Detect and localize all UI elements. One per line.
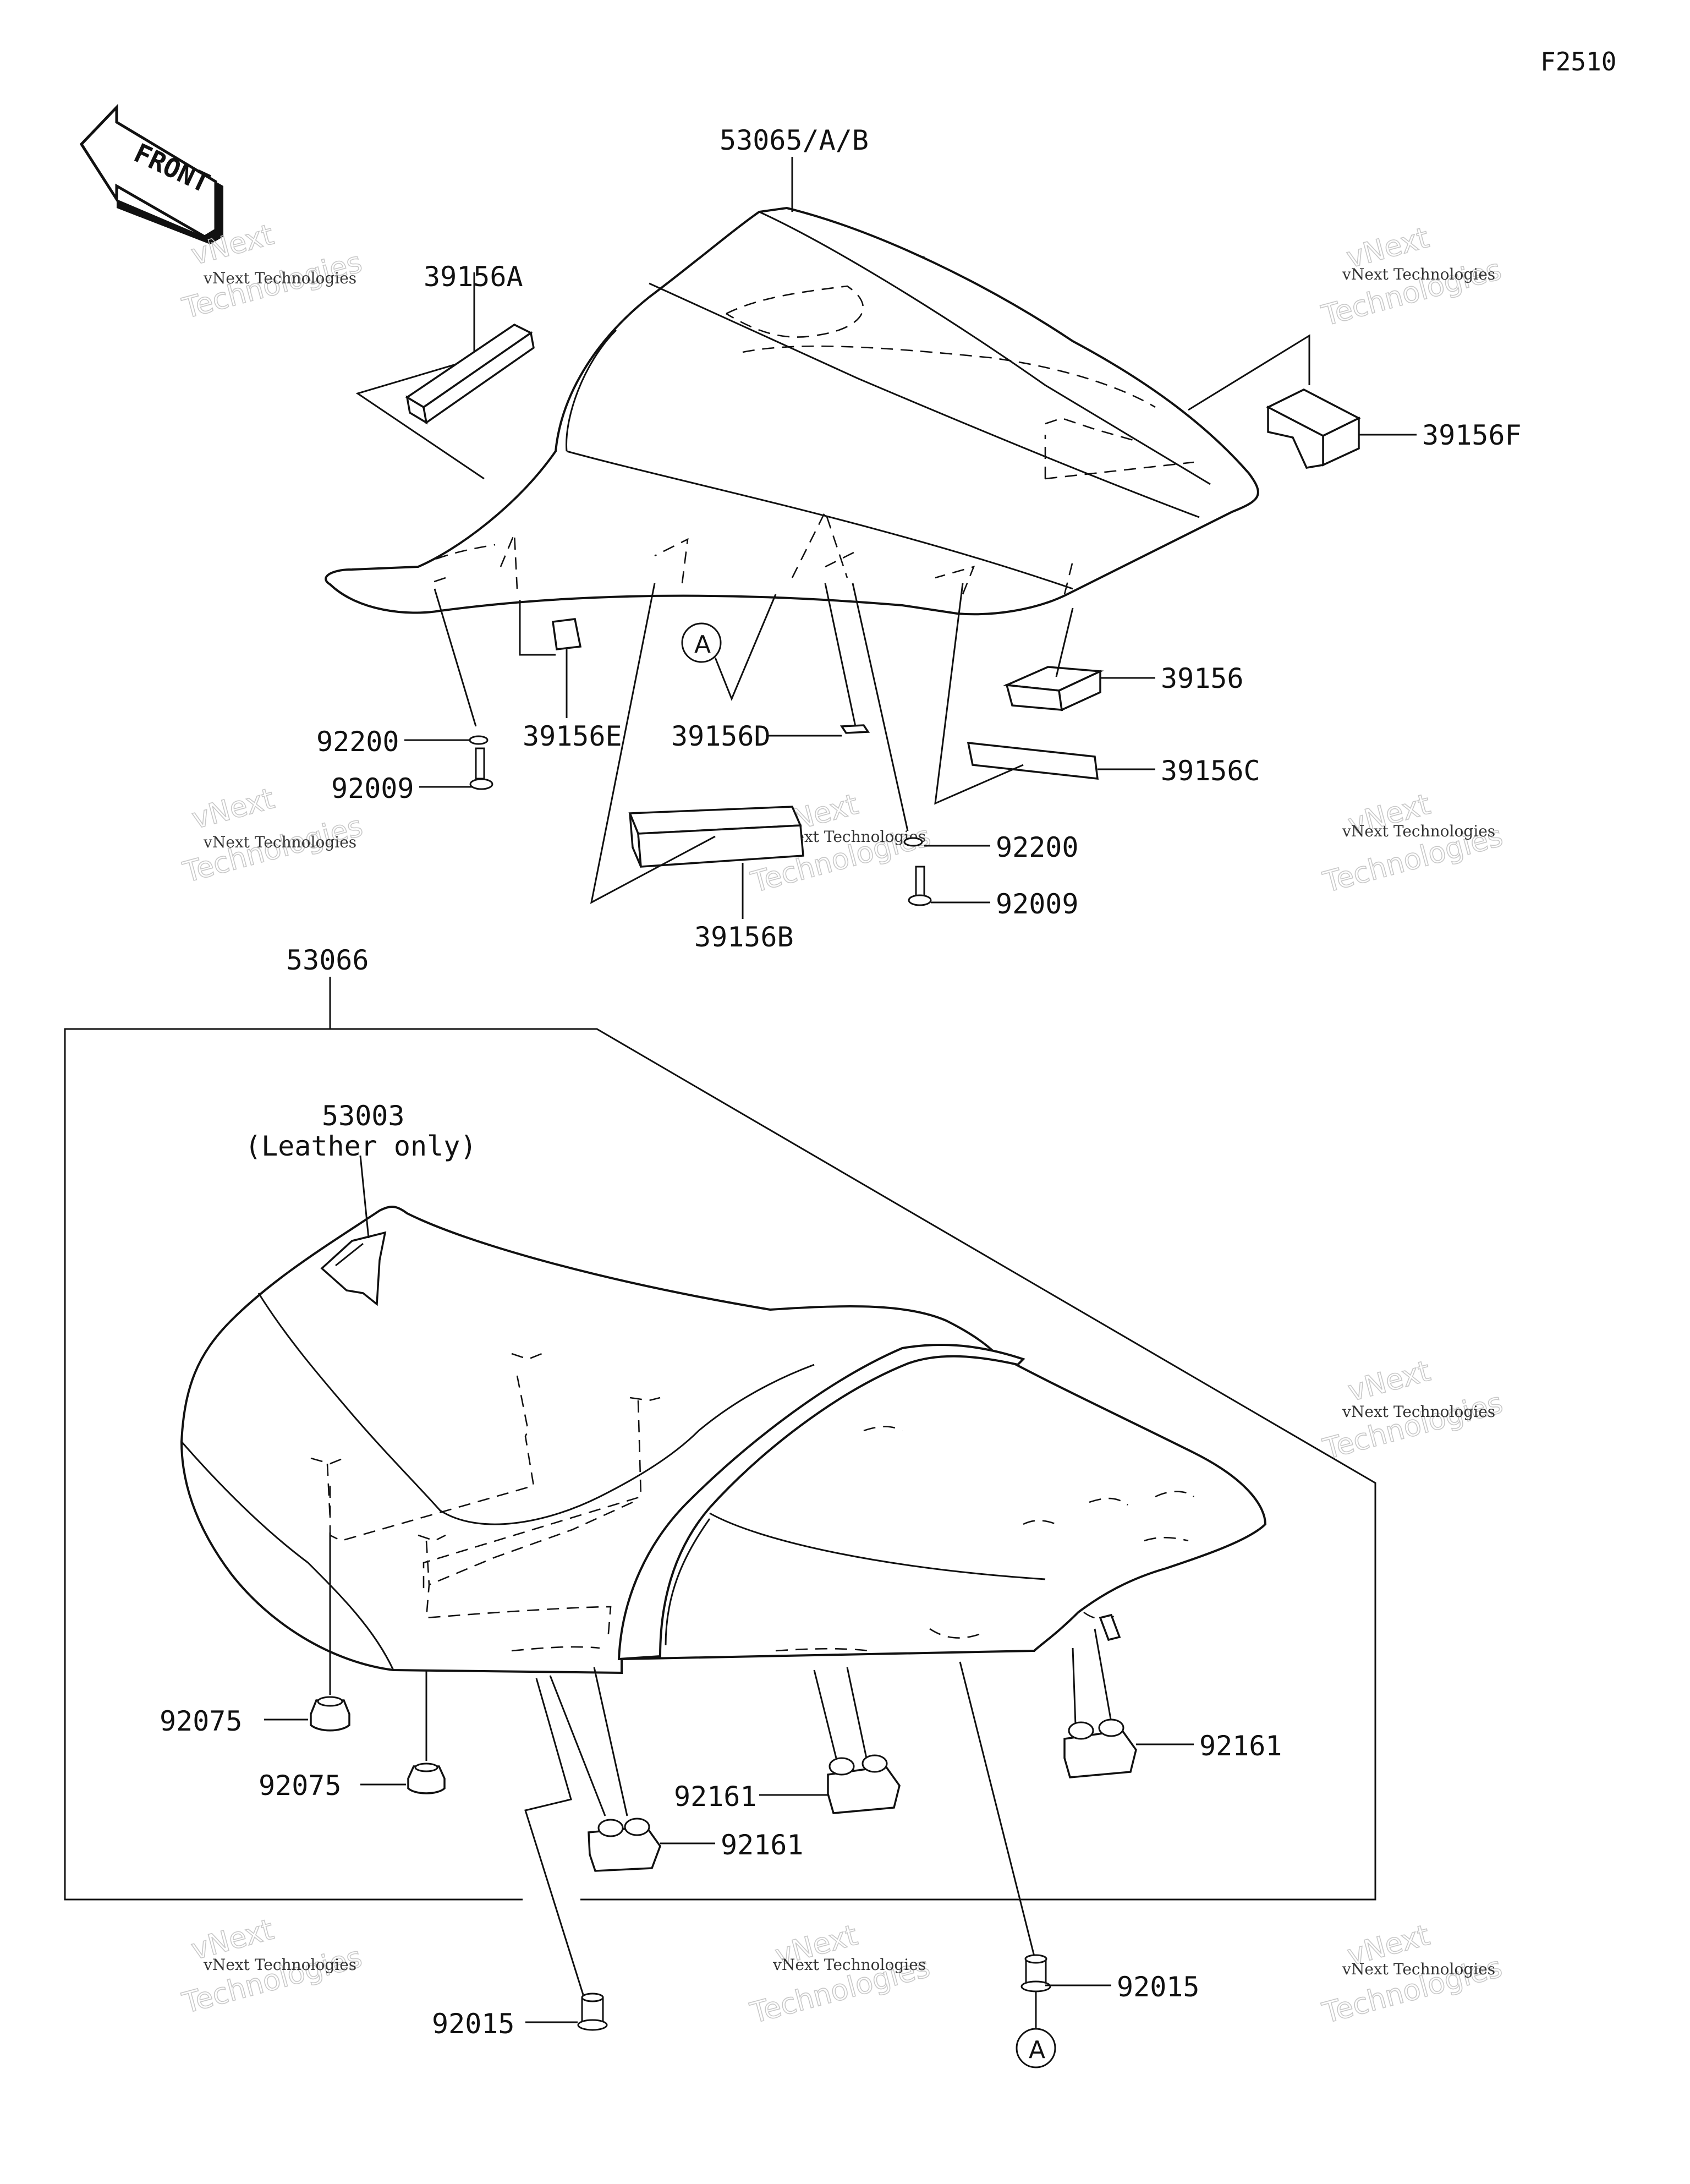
clip-92161-center <box>759 1667 901 1814</box>
label-39156a: 39156A <box>424 261 523 293</box>
svg-text:vNext Technologies: vNext Technologies <box>203 833 356 851</box>
svg-text:vNext Technologies: vNext Technologies <box>1342 1960 1495 1978</box>
watermark-bottom-center: vNext Technologies vNext Technologies <box>747 1918 934 2030</box>
label-92009-left: 92009 <box>331 773 414 804</box>
svg-text:vNext Technologies: vNext Technologies <box>1342 265 1495 283</box>
pad-39156e <box>552 618 582 718</box>
label-53066: 53066 <box>286 944 369 976</box>
watermark-mid-right: vNext Technologies vNext Technologies <box>1319 787 1507 900</box>
label-39156: 39156 <box>1161 663 1244 694</box>
svg-text:vNext Technologies: vNext Technologies <box>1342 822 1495 840</box>
label-92161-center: 92161 <box>674 1781 757 1813</box>
seat-illustration <box>180 1155 1267 1674</box>
collar-92015-right <box>959 1661 1111 2028</box>
svg-text:vNext Technologies: vNext Technologies <box>203 1956 356 1974</box>
bolt-left <box>404 588 493 790</box>
svg-text:vNext Technologies: vNext Technologies <box>1342 1403 1495 1421</box>
clip-92161-right <box>1063 1628 1194 1778</box>
svg-text:vNext Technologies: vNext Technologies <box>203 269 356 287</box>
pad-39156 <box>1003 607 1155 711</box>
label-92015-right: 92015 <box>1117 1971 1200 2003</box>
seat-cowl-illustration <box>325 157 1259 656</box>
clip-92161-left <box>549 1667 715 1872</box>
label-92161-left: 92161 <box>721 1829 804 1861</box>
label-39156d: 39156D <box>671 720 771 752</box>
seat-assembly-frame <box>64 977 1376 1901</box>
label-92200-left: 92200 <box>316 726 399 758</box>
pad-39156a <box>405 272 535 425</box>
svg-text:vNext: vNext <box>1345 1355 1434 1408</box>
figure-id: F2510 <box>1540 47 1616 76</box>
watermark-top-left: vNext Technologies vNext Technologies <box>178 218 366 326</box>
damper-92075-lower <box>360 1670 446 1794</box>
label-39156e: 39156E <box>523 720 622 752</box>
watermark-lower-right: vNext Technologies vNext Technologies <box>1319 1354 1507 1466</box>
front-arrow-icon: FRONT <box>79 103 223 244</box>
label-53003: 53003 <box>322 1100 405 1132</box>
label-92015-left: 92015 <box>432 2008 515 2040</box>
svg-text:vNext Technologies: vNext Technologies <box>772 1956 926 1974</box>
pad-39156d <box>767 583 870 737</box>
watermark-bottom-right: vNext Technologies vNext Technologies <box>1319 1918 1506 2030</box>
svg-text:Technologies: Technologies <box>1320 1387 1506 1466</box>
label-39156b: 39156B <box>694 921 794 953</box>
pad-39156b <box>590 583 804 919</box>
pad-39156c <box>934 583 1155 805</box>
label-39156f: 39156F <box>1422 419 1522 451</box>
label-53003-note: (Leather only) <box>245 1130 476 1162</box>
svg-text:vNext: vNext <box>189 782 278 835</box>
pad-39156f <box>1188 334 1417 469</box>
label-92161-right: 92161 <box>1199 1730 1282 1762</box>
svg-text:A: A <box>1029 2036 1045 2064</box>
label-39156c: 39156C <box>1161 755 1260 787</box>
watermark-top-right: vNext Technologies vNext Technologies <box>1318 221 1505 333</box>
svg-text:A: A <box>694 631 711 659</box>
reference-marker-a-lower: A <box>1016 2028 1056 2068</box>
bolt-right <box>852 583 990 906</box>
reference-marker-a-upper: A <box>681 594 777 701</box>
label-92075-lower: 92075 <box>259 1770 342 1802</box>
watermark-bottom-left: vNext Technologies vNext Technologies <box>178 1913 366 2021</box>
label-92075-upper: 92075 <box>160 1705 243 1737</box>
label-53065: 53065/A/B <box>720 124 869 156</box>
label-92200-right: 92200 <box>996 831 1079 863</box>
damper-92075-upper <box>264 1486 350 1732</box>
label-92009-right: 92009 <box>996 888 1079 920</box>
collar-92015-left <box>524 1678 608 2031</box>
